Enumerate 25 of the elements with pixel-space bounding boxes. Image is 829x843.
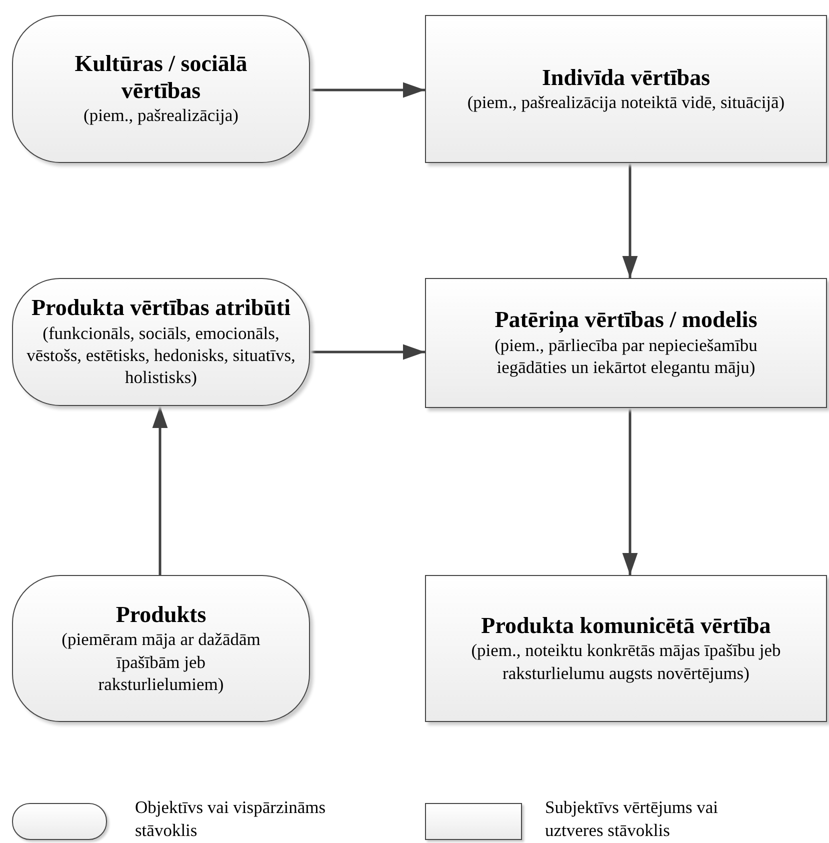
node-description: (piem., noteiktu konkrētās mājas īpašību jeb raksturlielumu augsts novērtējums) — [470, 639, 782, 684]
arrow — [622, 408, 638, 575]
node-title: Produkts — [116, 602, 206, 628]
node-title: Produkta vērtības atribūti — [32, 295, 290, 322]
node-description: (piem., pašrealizācija) — [84, 104, 238, 127]
arrow — [310, 344, 425, 360]
arrow — [152, 406, 168, 575]
evaluation-box — [425, 278, 827, 408]
evaluation-box — [425, 15, 827, 163]
state-node — [12, 575, 310, 722]
legend-label: Objektīvs vai vispārzināms stāvoklis — [135, 796, 327, 842]
node-description: (piem., pārliecība par nepieciešamību iegādāties un iekārtot elegantu māju) — [494, 334, 758, 379]
state-node — [12, 15, 310, 163]
evaluation-box — [425, 575, 827, 722]
node-description: (funkcionāls, sociāls, emocionāls, vēstošs, estētisks, hedonisks, situatīvs, holistisks) — [26, 322, 296, 389]
state-node — [12, 278, 310, 406]
node-title: Indivīda vērtības — [542, 64, 710, 92]
legend-label: Subjektīvs vērtējums vai uztveres stāvoklis — [545, 796, 720, 842]
node-title: Produkta komunicētā vērtība — [481, 612, 771, 640]
node-title: Patēriņa vērtības / modelis — [494, 307, 758, 334]
node-description: (piem., pašrealizācija noteiktā vidē, situācijā) — [467, 91, 785, 114]
arrow — [622, 163, 638, 278]
arrow — [310, 82, 425, 98]
node-description: (piemēram māja ar dažādām īpašībām jeb raksturlielumiem) — [60, 628, 262, 696]
node-title: Kultūras / sociālā vērtības — [74, 51, 248, 104]
